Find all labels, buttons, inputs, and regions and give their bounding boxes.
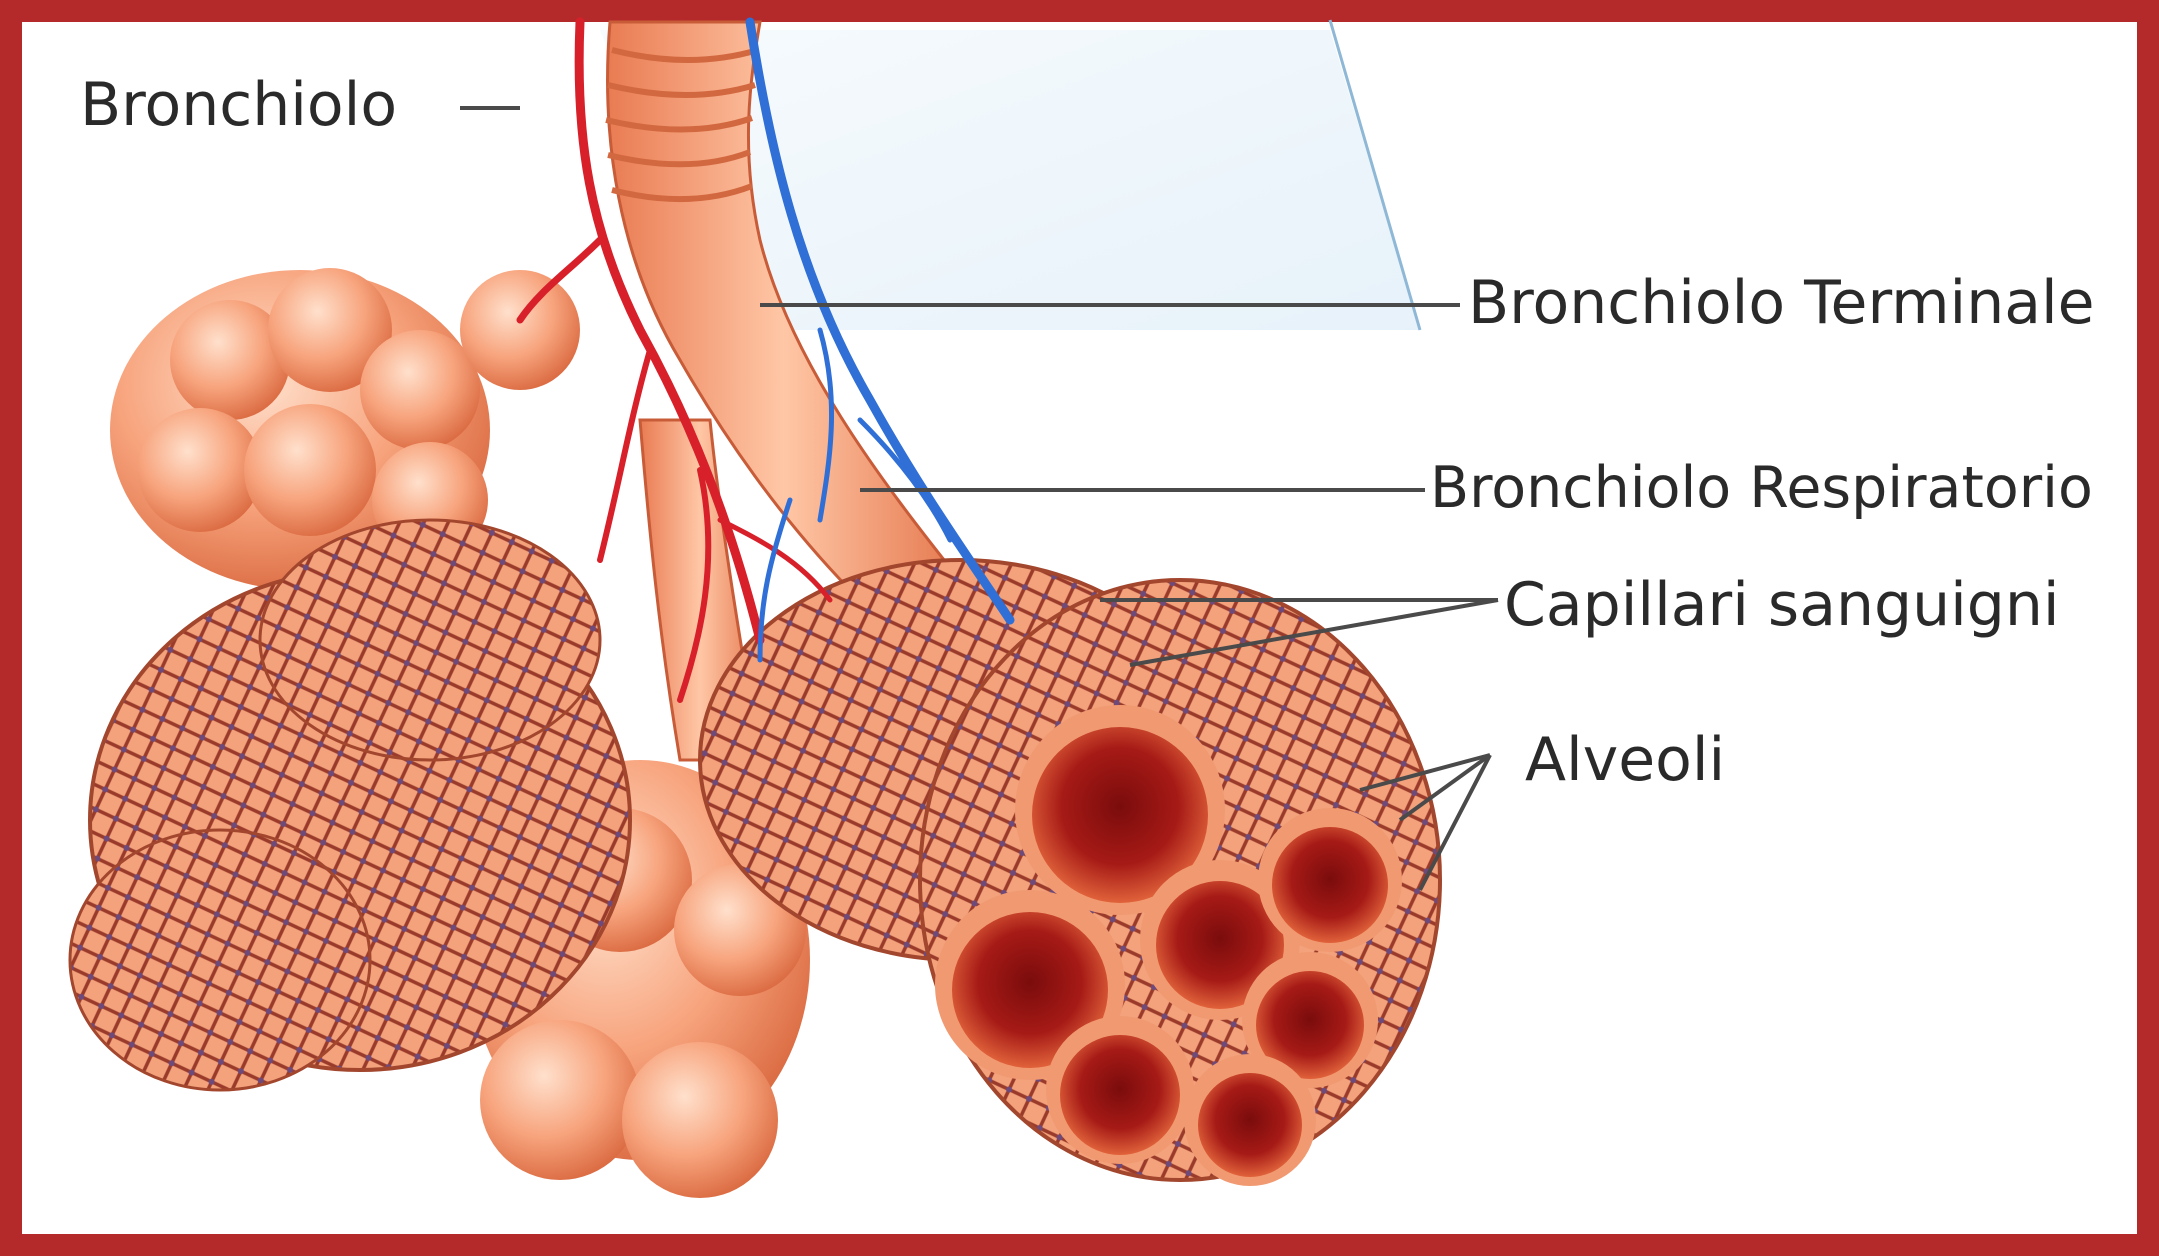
label-bronchiolo-respiratorio: Bronchiolo Respiratorio — [1430, 455, 2093, 521]
label-capillari-sanguigni: Capillari sanguigni — [1504, 570, 2060, 640]
label-alveoli: Alveoli — [1525, 725, 1725, 795]
label-bronchiolo: Bronchiolo — [80, 70, 397, 140]
label-bronchiolo-terminale: Bronchiolo Terminale — [1468, 268, 2095, 338]
